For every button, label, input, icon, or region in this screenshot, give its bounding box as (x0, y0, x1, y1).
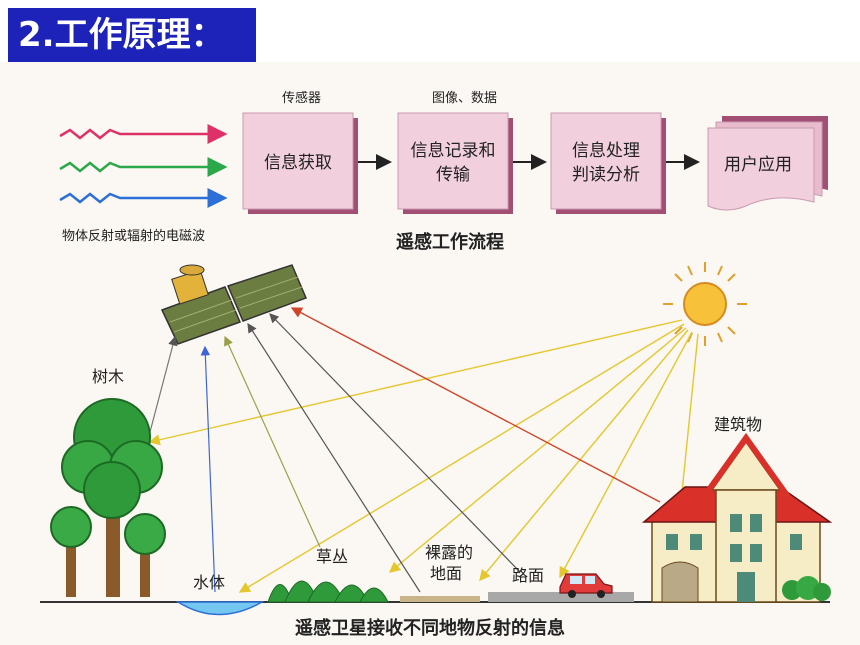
wave-label: 物体反射或辐射的电磁波 (62, 228, 205, 244)
water-illustration (175, 601, 265, 616)
car-illustration (559, 573, 613, 598)
tree-label: 树木 (92, 367, 124, 386)
ray-water (200, 345, 216, 593)
grass-label: 草丛 (316, 547, 348, 566)
box-record-transmit-line2: 传输 (436, 165, 470, 185)
ray-ground (247, 322, 421, 593)
ray-grass (224, 335, 321, 548)
box-process-analyze (550, 112, 662, 210)
illustration-svg: 物体反射或辐射的电磁波 传感器 图像、数据 信息获取 信息记录和 传输 信息处理… (40, 90, 833, 639)
box-info-acquisition (242, 112, 354, 210)
box-process-analyze-line2: 判读分析 (572, 165, 640, 185)
tree-illustration (50, 398, 166, 597)
grass-illustration (267, 580, 389, 603)
water-label: 水体 (193, 573, 225, 592)
sun-icon (663, 262, 747, 346)
road-label: 路面 (512, 566, 544, 585)
bare-ground-illustration (400, 596, 480, 602)
building-label: 建筑物 (714, 415, 762, 434)
sensor-label: 传感器 (282, 90, 321, 106)
sun-rays (148, 319, 699, 593)
road-illustration (488, 592, 634, 602)
building-illustration (641, 432, 833, 603)
data-label: 图像、数据 (432, 91, 497, 106)
box-info-acquisition-label: 信息获取 (264, 153, 332, 173)
wave-arrow-pink (59, 124, 228, 144)
slide-title: 2.工作原理： (8, 8, 256, 62)
bare-ground-label-line1: 裸露的 (425, 543, 473, 562)
scene-caption: 遥感卫星接收不同地物反射的信息 (295, 617, 565, 639)
satellite (160, 264, 307, 345)
box-user-application-label: 用户应用 (724, 155, 792, 175)
box-record-transmit-line1: 信息记录和 (411, 141, 496, 161)
remote-sensing-illustration: 物体反射或辐射的电磁波 传感器 图像、数据 信息获取 信息记录和 传输 信息处理… (0, 62, 860, 645)
box-process-analyze-line1: 信息处理 (572, 141, 640, 161)
box-user-application (707, 116, 828, 211)
flow-caption: 遥感工作流程 (396, 231, 504, 253)
wave-arrow-green (59, 157, 228, 177)
ray-building (290, 307, 661, 503)
ray-road (269, 313, 521, 573)
box-record-transmit (397, 112, 509, 210)
ray-tree (149, 335, 178, 433)
wave-arrow-blue (59, 188, 228, 208)
bare-ground-label-line2: 地面 (430, 564, 462, 583)
